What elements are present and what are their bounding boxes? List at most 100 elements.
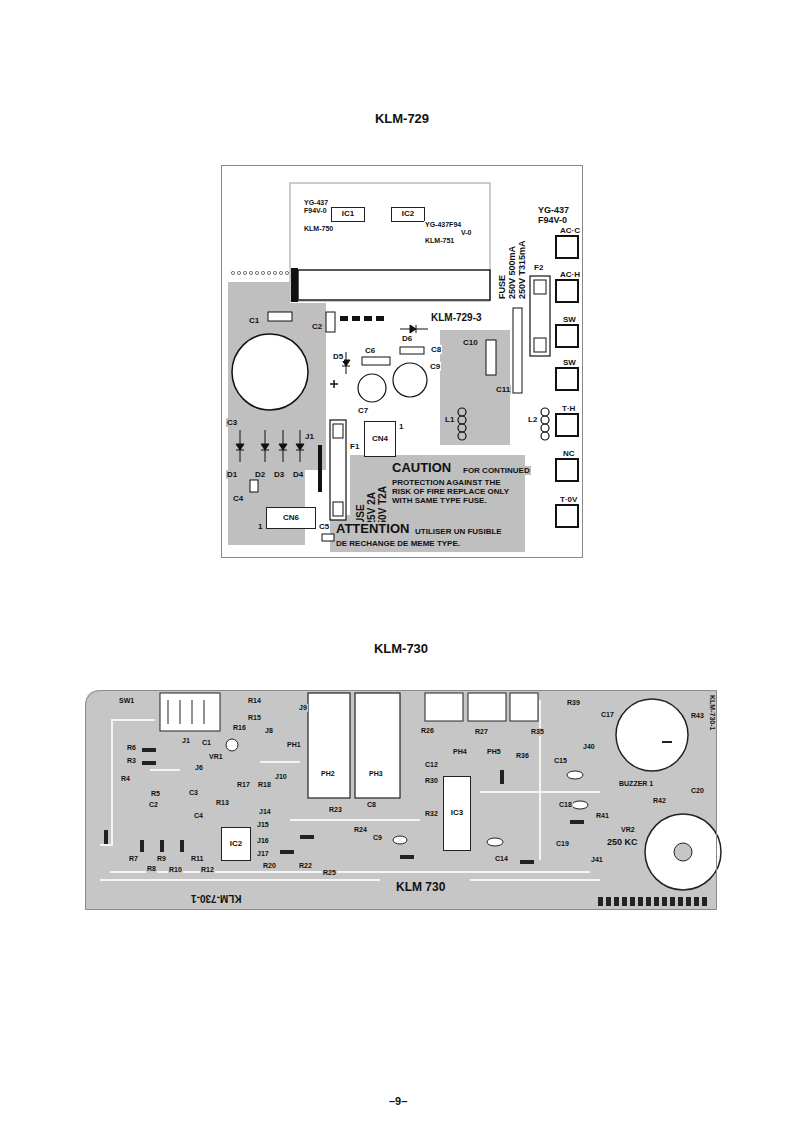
material-code: F94V-0 xyxy=(303,207,328,215)
warning-text: FOR CONTINUED xyxy=(462,466,531,475)
part-label: C6 xyxy=(364,346,376,355)
part-label: J17 xyxy=(256,850,270,858)
part-label: R43 xyxy=(690,712,705,720)
part-label: R15 xyxy=(247,714,262,722)
part-label: R39 xyxy=(566,699,581,707)
part-label: 1 xyxy=(398,422,404,431)
fuse-rating: 250V T315mA xyxy=(517,239,527,300)
part-label: L2 xyxy=(527,415,538,424)
part-label: C12 xyxy=(424,761,439,769)
terminal-name: AC·H xyxy=(559,270,581,279)
part-label: BUZZER 1 xyxy=(618,780,654,788)
board-klm730-artwork xyxy=(85,690,721,910)
fuse-rating: 250V 500mA xyxy=(507,245,517,300)
part-label: J15 xyxy=(256,821,270,829)
circuit-board: IC2IC3KLM-730 xyxy=(85,690,717,910)
part-label: R41 xyxy=(595,812,610,820)
part-label: C2 xyxy=(311,322,323,331)
ic-box: IC1 xyxy=(331,207,365,222)
part-label: R4 xyxy=(120,775,131,783)
part-label: C19 xyxy=(555,840,570,848)
part-label: R23 xyxy=(328,806,343,814)
board-code: KLM-750 xyxy=(303,225,334,233)
part-label: VR1 xyxy=(208,753,224,761)
part-label: C4 xyxy=(232,494,244,503)
component-label: IC2 xyxy=(402,210,414,219)
part-label: R32 xyxy=(424,810,439,818)
terminal-name: T·0V xyxy=(559,495,578,504)
part-label: J1 xyxy=(181,737,191,745)
part-label: R12 xyxy=(200,866,215,874)
part-label: D3 xyxy=(273,470,285,479)
component-label: CN4 xyxy=(372,435,388,444)
material-code: V-0 xyxy=(460,229,473,237)
part-label: VR2 xyxy=(620,826,636,834)
board-code: KLM-730-1 xyxy=(708,694,716,731)
part-label: F1 xyxy=(349,442,360,451)
part-label: C8 xyxy=(366,801,377,809)
component-label: IC1 xyxy=(342,210,354,219)
board-title: KLM-730 xyxy=(86,641,716,656)
part-label: PH5 xyxy=(486,748,502,756)
part-label: 250 KC xyxy=(606,837,639,847)
part-label: C1 xyxy=(201,739,212,747)
part-label: C9 xyxy=(429,362,441,371)
part-label: PH3 xyxy=(368,770,384,778)
fuse-rating: FUSE xyxy=(497,274,507,300)
part-label: C18 xyxy=(558,801,573,809)
part-label: D2 xyxy=(254,470,266,479)
board-code: KLM 730 xyxy=(395,881,446,895)
part-label: J16 xyxy=(256,837,270,845)
circuit-board: IC1IC2CN4CN6KLM-729 xyxy=(221,165,583,558)
part-label: C2 xyxy=(148,801,159,809)
part-label: R22 xyxy=(298,862,313,870)
warning-text: CAUTION xyxy=(391,461,452,476)
terminal-name: T·H xyxy=(561,404,576,413)
part-label: R25 xyxy=(322,869,337,877)
part-label: C3 xyxy=(188,789,199,797)
part-label: PH4 xyxy=(452,748,468,756)
part-label: D5 xyxy=(332,352,344,361)
part-label: C8 xyxy=(430,345,442,354)
part-label: C11 xyxy=(495,385,511,394)
part-label: C1 xyxy=(248,316,260,325)
part-label: D4 xyxy=(292,470,304,479)
board-code: KLM-729-3 xyxy=(430,312,483,324)
part-label: R35 xyxy=(530,728,545,736)
part-label: R27 xyxy=(474,728,489,736)
connector-box: CN4 xyxy=(364,421,396,457)
part-label: J8 xyxy=(264,727,274,735)
part-label: R24 xyxy=(353,826,368,834)
board-title: KLM-729 xyxy=(222,111,582,126)
board-code: KLM-751 xyxy=(424,237,455,245)
terminal-name: SW xyxy=(562,315,577,324)
part-label: R11 xyxy=(190,855,204,863)
part-label: C10 xyxy=(462,338,479,347)
warning-text: DE RECHANGE DE MEME TYPE. xyxy=(335,539,461,548)
connector-box: CN6 xyxy=(266,507,316,529)
part-label: J40 xyxy=(582,743,596,751)
part-label: J1 xyxy=(304,432,315,441)
terminal-name: AC·C xyxy=(559,226,581,235)
component-label: IC3 xyxy=(451,809,463,818)
material-code: YG-437 xyxy=(537,205,570,215)
warning-text: UTILISER UN FUSIBLE xyxy=(414,527,503,536)
terminal-name: NC xyxy=(562,449,576,458)
part-label: R16 xyxy=(232,724,247,732)
ic-box: IC2 xyxy=(391,207,425,222)
material-code: F94V-0 xyxy=(537,215,568,225)
fuse-rating: FUSE xyxy=(355,503,367,532)
part-label: R5 xyxy=(150,790,161,798)
part-label: R26 xyxy=(420,727,435,735)
part-label: C14 xyxy=(494,855,509,863)
part-label: R36 xyxy=(515,752,530,760)
part-label: D1 xyxy=(226,470,238,479)
part-label: R7 xyxy=(128,855,139,863)
part-label: R6 xyxy=(126,744,137,752)
part-label: C20 xyxy=(690,787,705,795)
warning-text: PROTECTION AGAINST THE RISK OF FIRE REPL… xyxy=(391,478,511,506)
part-label: J41 xyxy=(590,856,604,864)
part-label: R13 xyxy=(215,799,230,807)
